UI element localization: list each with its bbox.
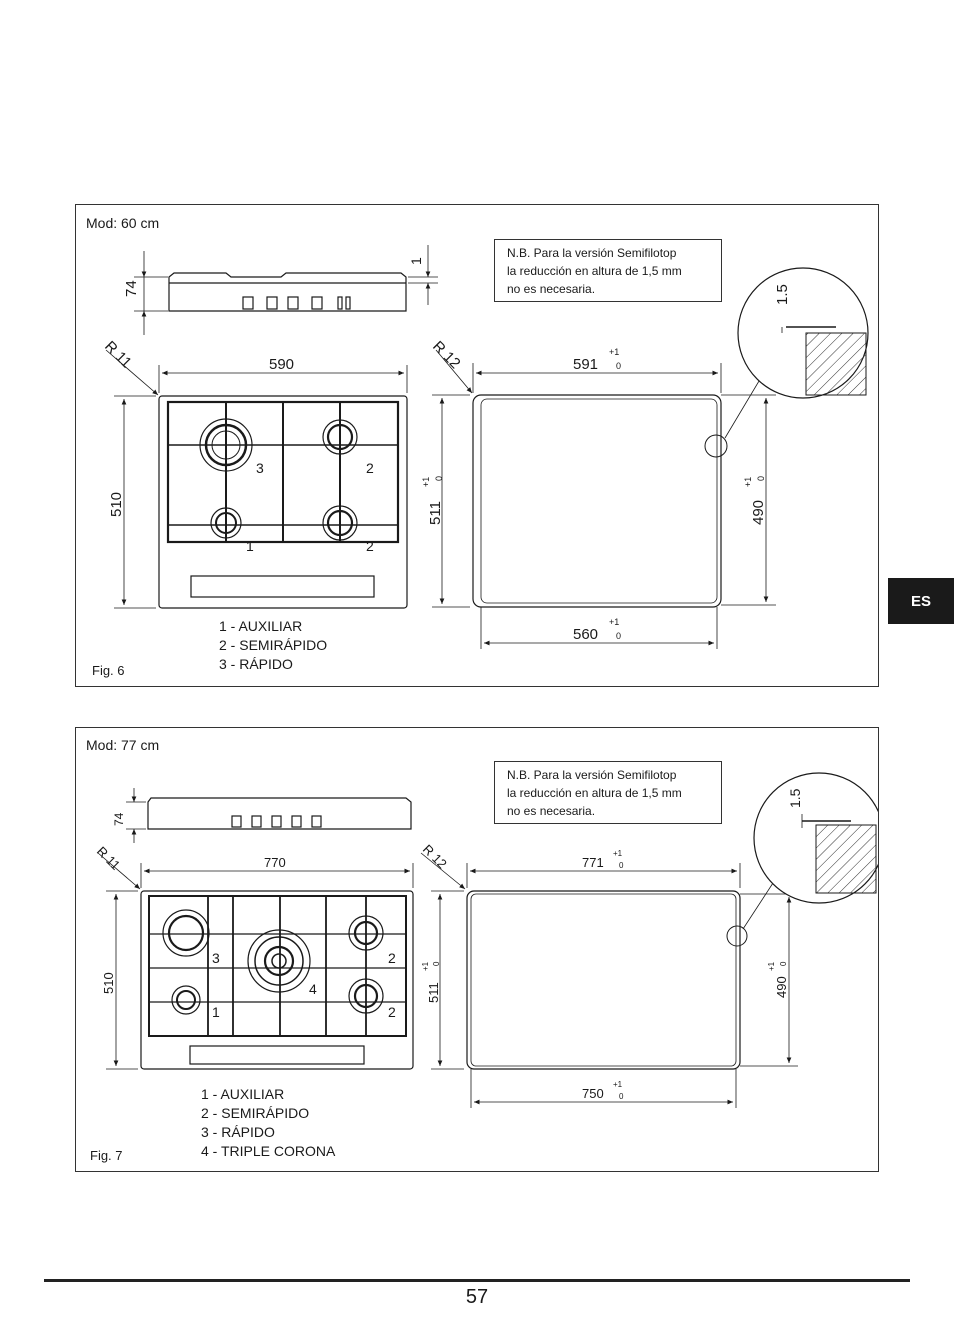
legend-item: 4 - TRIPLE CORONA: [201, 1143, 336, 1159]
hob-60-technical-drawing: 74 1 3 2 1 2 590 510: [101, 245, 869, 649]
svg-text:0: 0: [619, 861, 624, 870]
svg-text:0: 0: [756, 476, 766, 481]
detail-magnifier: [724, 267, 869, 439]
dim-detail: 1.5: [787, 788, 803, 808]
svg-text:0: 0: [619, 1092, 624, 1101]
legend-item: 3 - RÁPIDO: [201, 1124, 275, 1140]
svg-text:0: 0: [616, 361, 621, 371]
model-label: Mod: 60 cm: [86, 215, 160, 231]
legend-item: 1 - AUXILIAR: [201, 1086, 285, 1102]
svg-text:+1: +1: [613, 1080, 623, 1089]
svg-text:0: 0: [616, 631, 621, 641]
note-line: la reducción en altura de 1,5 mm: [507, 786, 682, 800]
dim-cut-depth: 511: [427, 501, 444, 525]
svg-text:+1: +1: [421, 961, 430, 971]
burner-label: 2: [366, 460, 374, 476]
hob-top-view: [140, 890, 414, 1070]
legend-item: 3 - RÁPIDO: [219, 656, 293, 672]
hob-77-technical-drawing: 74 3 2 4 1 2: [94, 772, 878, 1108]
note-line: N.B. Para la versión Semifilotop: [507, 768, 677, 782]
dim-detail: 1.5: [774, 284, 791, 305]
dim-cut-width: 591: [573, 356, 598, 373]
svg-text:+1: +1: [743, 477, 753, 487]
dim-depth: 510: [101, 972, 116, 994]
dim-width: 590: [269, 356, 294, 373]
language-tab: ES: [888, 578, 954, 624]
dim-cut-width: 771: [582, 855, 604, 870]
cutout-outline: [472, 394, 728, 608]
dim-width: 770: [264, 855, 286, 870]
dim-cut-inner-depth: 490: [774, 976, 789, 998]
svg-text:+1: +1: [609, 617, 619, 627]
note-line: N.B. Para la versión Semifilotop: [507, 246, 677, 260]
note-line: no es necesaria.: [507, 282, 596, 296]
burner-label: 1: [212, 1004, 220, 1020]
burner-label: 3: [212, 950, 220, 966]
burner-legend: 1 - AUXILIAR 2 - SEMIRÁPIDO 3 - RÁPIDO: [219, 617, 327, 674]
dim-cut-bottom: 560: [573, 626, 598, 643]
burner-legend: 1 - AUXILIAR 2 - SEMIRÁPIDO 3 - RÁPIDO 4…: [201, 1085, 335, 1161]
burner-label: 2: [388, 1004, 396, 1020]
hob-side-profile: [168, 272, 407, 312]
legend-item: 1 - AUXILIAR: [219, 618, 303, 634]
burner-label: 1: [246, 538, 254, 554]
svg-text:+1: +1: [609, 347, 619, 357]
burner-label: 3: [256, 460, 264, 476]
svg-text:+1: +1: [767, 961, 776, 971]
hob-side-profile: [147, 797, 412, 830]
dim-height: 74: [112, 812, 126, 826]
svg-text:+1: +1: [421, 477, 431, 487]
figure-caption: Fig. 7: [90, 1148, 123, 1163]
footer-rule: [44, 1279, 910, 1282]
dim-top-gap: 1: [408, 257, 424, 265]
svg-text:0: 0: [432, 961, 441, 966]
burner-label: 2: [366, 538, 374, 554]
legend-item: 2 - SEMIRÁPIDO: [201, 1105, 310, 1121]
note-line: la reducción en altura de 1,5 mm: [507, 264, 682, 278]
semifilotop-note: N.B. Para la versión Semifilotop la redu…: [494, 761, 722, 824]
cutout-outline: [466, 890, 748, 1070]
detail-magnifier: [742, 772, 878, 930]
svg-text:0: 0: [779, 961, 788, 966]
note-line: no es necesaria.: [507, 804, 596, 818]
svg-text:+1: +1: [613, 849, 623, 858]
figure-caption: Fig. 6: [92, 663, 125, 678]
dim-cut-depth: 511: [426, 982, 441, 1003]
dim-cut-inner-depth: 490: [750, 500, 767, 525]
svg-text:0: 0: [434, 476, 444, 481]
dim-cut-bottom: 750: [582, 1086, 604, 1101]
model-label: Mod: 77 cm: [86, 737, 160, 753]
dim-radius-right: R 12: [420, 842, 450, 872]
page-number: 57: [465, 1286, 489, 1308]
dim-radius-left: R 11: [94, 844, 123, 873]
burner-label: 2: [388, 950, 396, 966]
legend-item: 2 - SEMIRÁPIDO: [219, 637, 328, 653]
hob-top-view: [158, 395, 408, 609]
figure-6: Mod: 60 cm N.B. Para la versión Semifilo…: [75, 204, 879, 687]
figure-7: Mod: 77 cm N.B. Para la versión Semifilo…: [75, 727, 879, 1172]
dim-height: 74: [123, 280, 140, 297]
semifilotop-note: N.B. Para la versión Semifilotop la redu…: [494, 239, 722, 302]
dim-radius-right: R 12: [429, 338, 463, 372]
burner-label: 4: [309, 981, 317, 997]
dim-depth: 510: [108, 492, 125, 517]
dim-radius-left: R 11: [101, 338, 135, 372]
